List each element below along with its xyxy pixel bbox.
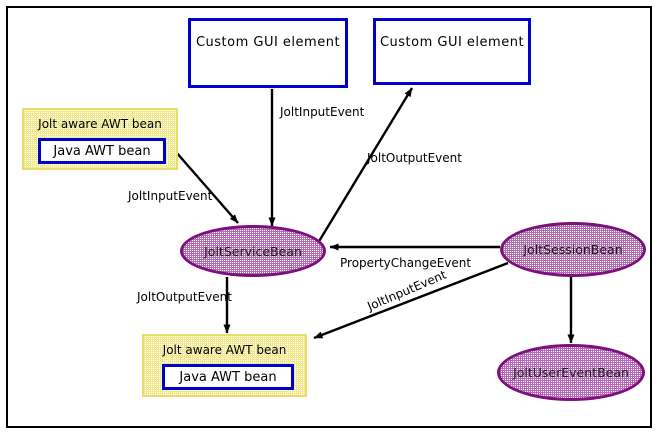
jolt-service-bean-label: JoltServiceBean xyxy=(204,243,302,259)
jolt-service-bean-node[interactable]: JoltServiceBean xyxy=(180,225,326,277)
edge-label-jolt-output-event-gui: JoltOutputEvent xyxy=(367,151,462,165)
custom-gui-element-box-left[interactable]: Custom GUI element xyxy=(188,18,348,88)
edge-label-jolt-input-event-gui: JoltInputEvent xyxy=(280,105,365,119)
custom-gui-element-box-right[interactable]: Custom GUI element xyxy=(373,18,531,85)
jolt-aware-awt-bean-bottom[interactable]: Jolt aware AWT bean Java AWT bean xyxy=(142,334,307,397)
jolt-session-bean-node[interactable]: JoltSessionBean xyxy=(500,222,646,277)
jolt-user-event-bean-label: JoltUserEventBean xyxy=(513,365,629,380)
edge-label-jolt-input-event-awt: JoltInputEvent xyxy=(128,189,213,203)
java-awt-bean-box[interactable]: Java AWT bean xyxy=(162,364,294,390)
jolt-aware-awt-bean-title: Jolt aware AWT bean xyxy=(38,117,162,131)
edge-label-property-change-event: PropertyChangeEvent xyxy=(340,256,472,270)
java-awt-bean-label: Java AWT bean xyxy=(179,369,277,385)
custom-gui-element-label: Custom GUI element xyxy=(195,35,341,50)
jolt-aware-awt-bean-top[interactable]: Jolt aware AWT bean Java AWT bean xyxy=(22,108,178,170)
java-awt-bean-box[interactable]: Java AWT bean xyxy=(38,138,166,164)
jolt-session-bean-label: JoltSessionBean xyxy=(523,242,623,257)
jolt-user-event-bean-node[interactable]: JoltUserEventBean xyxy=(497,344,645,401)
custom-gui-element-label: Custom GUI element xyxy=(379,35,525,50)
edge-label-jolt-output-event-awt: JoltOutputEvent xyxy=(137,290,232,304)
edge-awt-service xyxy=(175,151,239,224)
edge-service-gui2 xyxy=(316,87,414,244)
java-awt-bean-label: Java AWT bean xyxy=(53,143,151,159)
jolt-aware-awt-bean-title: Jolt aware AWT bean xyxy=(162,343,287,357)
edge-session-awt xyxy=(313,261,509,340)
